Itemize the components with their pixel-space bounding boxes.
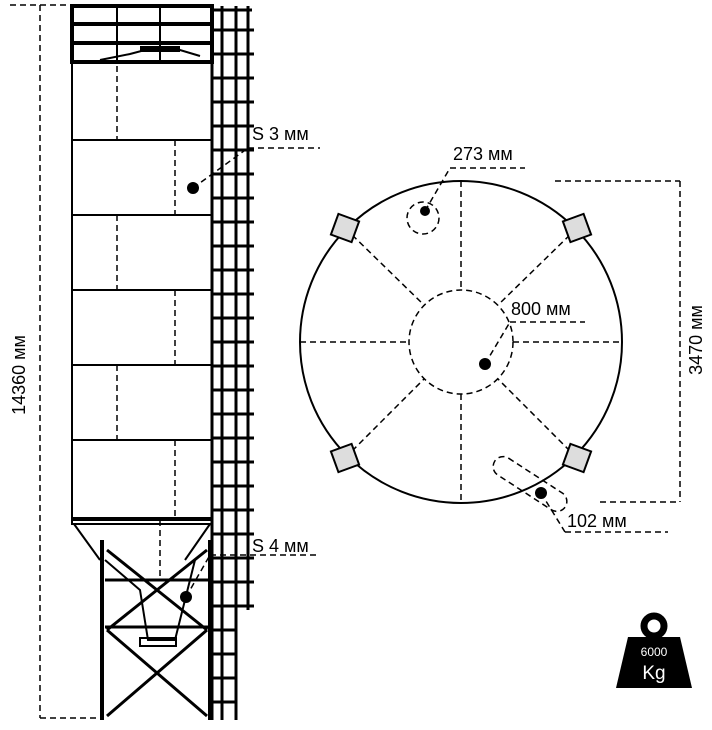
weight-icon xyxy=(616,612,692,688)
anchor-plates xyxy=(329,212,593,474)
weight-value: 6000 xyxy=(641,645,668,659)
weight-unit: Kg xyxy=(642,663,665,684)
height-label: 14360 мм xyxy=(9,335,29,415)
outlet-diameter-label: 800 мм xyxy=(511,299,571,319)
silo-side-view xyxy=(70,4,320,720)
silo-top-view xyxy=(299,167,681,533)
diameter-label: 3470 мм xyxy=(686,305,706,375)
wall-bottom-thickness-label: S 4 мм xyxy=(252,536,309,556)
inlet-diameter-label: 273 мм xyxy=(453,144,513,164)
wall-top-thickness-label: S 3 мм xyxy=(252,124,309,144)
ladder xyxy=(210,6,252,720)
height-dimension xyxy=(10,4,100,719)
pipe-diameter-label: 102 мм xyxy=(567,511,627,531)
